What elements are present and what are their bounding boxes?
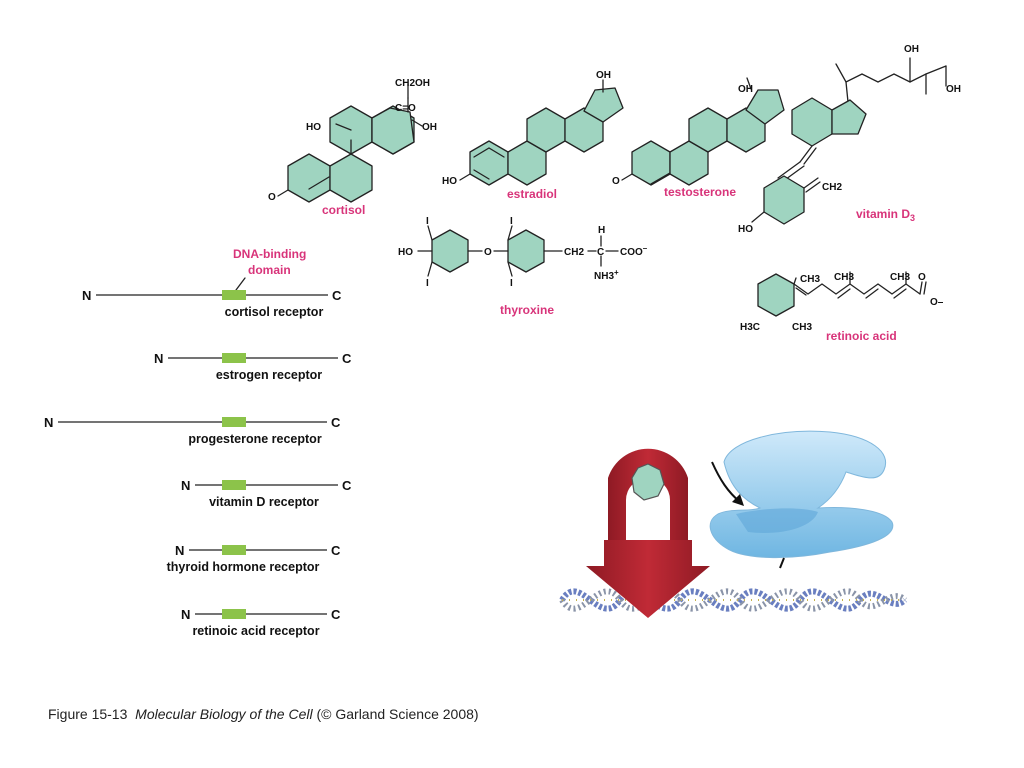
- thyroxine-ho: HO: [398, 247, 413, 258]
- n-terminus: N: [154, 351, 163, 366]
- thyroxine-c: C: [597, 247, 604, 258]
- caption-credit: (© Garland Science 2008): [316, 706, 479, 722]
- testosterone-o: O: [612, 176, 620, 187]
- thyroxine-nh3: NH3+: [594, 268, 619, 282]
- c-terminus: C: [331, 543, 341, 558]
- receptor-label: cortisol receptor: [225, 305, 324, 319]
- thyroxine-i4: I: [510, 278, 513, 289]
- thyroxine-coo: COO–: [620, 244, 648, 258]
- thyroxine-structure: [417, 225, 619, 277]
- estradiol-structure: [459, 79, 624, 186]
- n-terminus: N: [44, 415, 53, 430]
- receptor-label: progesterone receptor: [188, 432, 322, 446]
- vitamin-d3-label: vitamin D3: [856, 207, 915, 223]
- n-terminus: N: [175, 543, 184, 558]
- dna-binding-pointer: [235, 277, 246, 291]
- vitamin-d3-structure: [751, 57, 947, 225]
- vitamin-d3-ch2: CH2: [822, 182, 842, 193]
- thyroxine-i1: I: [426, 216, 429, 227]
- retinoic-ch3-2: CH3: [834, 272, 854, 283]
- c-terminus: C: [342, 351, 352, 366]
- cortisol-o: O: [268, 192, 276, 203]
- dna-binding-domain: [222, 290, 246, 300]
- thyroxine-label: thyroxine: [500, 303, 554, 317]
- red-receptor-arrow: [586, 448, 710, 618]
- dna-binding-label-line2: domain: [248, 263, 291, 277]
- thyroxine-i3: I: [510, 216, 513, 227]
- cortisol-ch2oh: CH2OH: [395, 78, 430, 89]
- blue-receptor: [709, 430, 894, 569]
- cortisol-oh: OH: [422, 122, 437, 133]
- n-terminus: N: [181, 478, 190, 493]
- estradiol-ho: HO: [442, 176, 457, 187]
- receptor-label: thyroid hormone receptor: [167, 560, 320, 574]
- cortisol-structure: [277, 83, 423, 203]
- figure-caption: Figure 15-13 Molecular Biology of the Ce…: [48, 706, 479, 722]
- retinoic-ch3-3: CH3: [890, 272, 910, 283]
- thyroxine-ch2: CH2: [564, 247, 584, 258]
- retinoic-acid-structure: [757, 271, 927, 317]
- dna-helix: [559, 588, 908, 612]
- c-terminus: C: [332, 288, 342, 303]
- n-terminus: N: [82, 288, 91, 303]
- thyroxine-i2: I: [426, 278, 429, 289]
- binding-arrow-head: [732, 494, 744, 506]
- receptor-label: estrogen receptor: [216, 368, 322, 382]
- receptor-label: vitamin D receptor: [209, 495, 319, 509]
- dna-binding-domain: [222, 545, 246, 555]
- n-terminus: N: [181, 607, 190, 622]
- dna-binding-domain: [222, 480, 246, 490]
- cortisol-ho: HO: [306, 122, 321, 133]
- thyroxine-h: H: [598, 225, 605, 236]
- retinoic-acid-label: retinoic acid: [826, 329, 897, 343]
- dna-binding-domain: [222, 353, 246, 363]
- c-terminus: C: [331, 415, 341, 430]
- dna-binding-domain: [222, 609, 246, 619]
- c-terminus: C: [342, 478, 352, 493]
- retinoic-ominus: O–: [930, 297, 944, 308]
- vitamin-d3-oh2: OH: [946, 84, 961, 95]
- dna-binding-label-line1: DNA-binding: [233, 247, 306, 261]
- retinoic-h3c: H3C: [740, 322, 760, 333]
- vitamin-d3-ho: HO: [738, 224, 753, 235]
- estradiol-label: estradiol: [507, 187, 557, 201]
- retinoic-o: O: [918, 272, 926, 283]
- cortisol-co: C=O: [395, 103, 416, 114]
- estradiol-oh: OH: [596, 70, 611, 81]
- testosterone-oh: OH: [738, 84, 753, 95]
- retinoic-ch3-1: CH3: [800, 274, 820, 285]
- testosterone-label: testosterone: [664, 185, 736, 199]
- thyroxine-o: O: [484, 247, 492, 258]
- cortisol-label: cortisol: [322, 203, 365, 217]
- testosterone-structure: [621, 77, 785, 186]
- c-terminus: C: [331, 607, 341, 622]
- caption-book: Molecular Biology of the Cell: [135, 706, 313, 722]
- dna-binding-domain: [222, 417, 246, 427]
- receptor-label: retinoic acid receptor: [192, 624, 319, 638]
- vitamin-d3-oh1: OH: [904, 44, 919, 55]
- retinoic-ch3-4: CH3: [792, 322, 812, 333]
- caption-figure: Figure 15-13: [48, 706, 128, 722]
